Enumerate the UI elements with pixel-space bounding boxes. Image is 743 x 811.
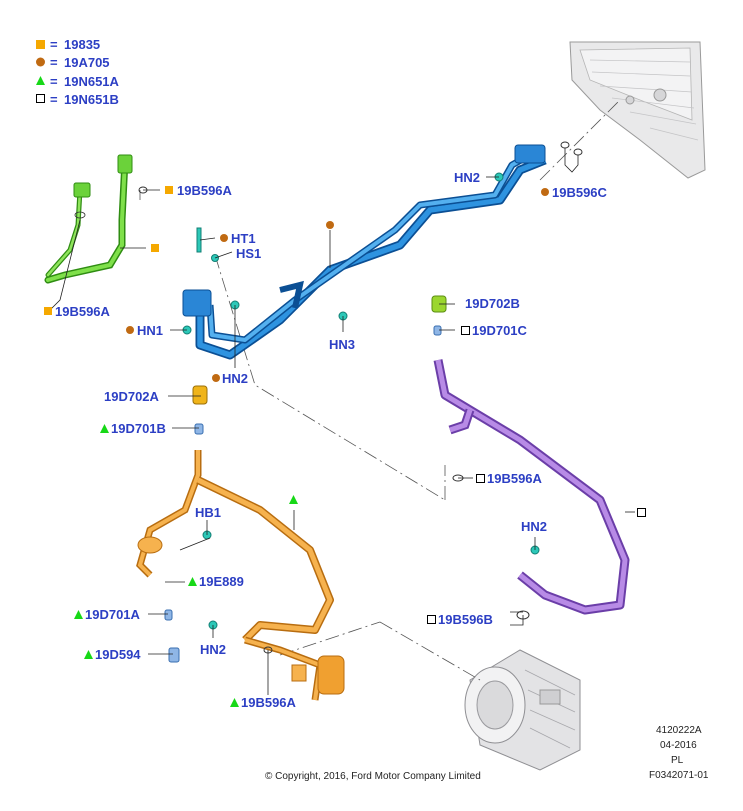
compressor-illustration — [464, 649, 581, 771]
legend-equals: = — [50, 55, 58, 70]
part-label-19d701a: 19D701A — [85, 607, 141, 622]
part-label-hn3: HN3 — [329, 337, 355, 352]
part-label-19b596a-bot: 19B596A — [241, 695, 297, 710]
legend-equals: = — [50, 74, 58, 89]
circle-filled-icon — [126, 326, 134, 334]
switch-19d594-icon — [168, 647, 180, 663]
part-label-19d701b: 19D701B — [111, 421, 166, 436]
footer-code-4: F0342071-01 — [649, 770, 709, 781]
triangle-filled-icon — [289, 495, 298, 504]
circle-filled-icon — [212, 374, 220, 382]
part-label-19b596a-mid: 19B596A — [487, 471, 543, 486]
part-label-19b596a-left: 19B596A — [55, 304, 111, 319]
triangle-filled-icon — [230, 698, 239, 707]
square-outline-icon — [461, 326, 470, 335]
legend-label: 19N651A — [64, 74, 120, 89]
callout-markers — [44, 186, 646, 707]
part-label-19e889: 19E889 — [199, 574, 244, 589]
legend-item-19n651a: = 19N651A — [36, 74, 120, 89]
square-outline-icon — [36, 94, 45, 103]
legend-label: 19N651B — [64, 92, 119, 107]
legend-equals: = — [50, 37, 58, 52]
part-labels: 19B596A HT1 HS1 19B596A HN1 HN2 HN3 HN2 … — [55, 170, 608, 710]
legend-item-19n651b: = 19N651B — [36, 92, 119, 107]
part-label-hn2-low: HN2 — [200, 642, 226, 657]
triangle-filled-icon — [74, 610, 83, 619]
seal-19b596c-icon — [573, 148, 583, 156]
legend-item-19a705: = 19A705 — [36, 55, 110, 70]
part-label-hn2-right: HN2 — [521, 519, 547, 534]
square-filled-icon — [151, 244, 159, 252]
footer-code-3: PL — [671, 755, 684, 766]
part-label-19b596a-top: 19B596A — [177, 183, 233, 198]
copyright-text: © Copyright, 2016, Ford Motor Company Li… — [265, 771, 481, 782]
legend: = 19835 = 19A705 = 19N651A = 19N651B — [36, 37, 120, 107]
square-filled-icon — [36, 40, 45, 49]
cap-19d702a-icon — [192, 385, 208, 405]
footer: © Copyright, 2016, Ford Motor Company Li… — [265, 725, 709, 782]
circle-filled-icon — [541, 188, 549, 196]
part-label-ht1: HT1 — [231, 231, 256, 246]
square-outline-icon — [476, 474, 485, 483]
part-label-hn1: HN1 — [137, 323, 163, 338]
circle-filled-icon — [36, 57, 45, 67]
triangle-filled-icon — [84, 650, 93, 659]
purple-hose — [431, 295, 630, 615]
circle-filled-icon — [220, 234, 228, 242]
blue-hose — [182, 144, 547, 360]
footer-code-1: 4120222A — [656, 725, 702, 736]
leader-lines — [49, 148, 635, 695]
part-label-19d702b: 19D702B — [465, 296, 520, 311]
valve-19d701b-icon — [194, 423, 204, 435]
orange-hose — [136, 450, 345, 701]
triangle-filled-icon — [188, 577, 197, 586]
part-label-19b596c: 19B596C — [552, 185, 608, 200]
valve-19d701c-icon — [433, 325, 442, 336]
legend-equals: = — [50, 92, 58, 107]
part-label-hn2-mid: HN2 — [222, 371, 248, 386]
green-hose — [44, 154, 133, 284]
square-filled-icon — [165, 186, 173, 194]
engine-block-illustration — [569, 41, 706, 179]
part-label-hn2-top: HN2 — [454, 170, 480, 185]
part-label-hs1: HS1 — [236, 246, 261, 261]
legend-label: 19A705 — [64, 55, 110, 70]
legend-item-19835: = 19835 — [36, 37, 100, 52]
triangle-filled-icon — [36, 76, 45, 85]
part-label-19b596b: 19B596B — [438, 612, 493, 627]
part-label-19d594: 19D594 — [95, 647, 141, 662]
dash-lines — [139, 99, 621, 681]
square-outline-icon — [637, 508, 646, 517]
square-filled-icon — [44, 307, 52, 315]
part-label-19d702a: 19D702A — [104, 389, 160, 404]
valve-19d701a-icon — [164, 609, 173, 621]
circle-filled-icon — [326, 221, 334, 229]
footer-code-2: 04-2016 — [660, 740, 697, 751]
square-outline-icon — [427, 615, 436, 624]
part-label-hb1: HB1 — [195, 505, 221, 520]
part-label-19d701c: 19D701C — [472, 323, 528, 338]
seal-19b596c-icon — [560, 141, 570, 149]
legend-label: 19835 — [64, 37, 100, 52]
triangle-filled-icon — [100, 424, 109, 433]
